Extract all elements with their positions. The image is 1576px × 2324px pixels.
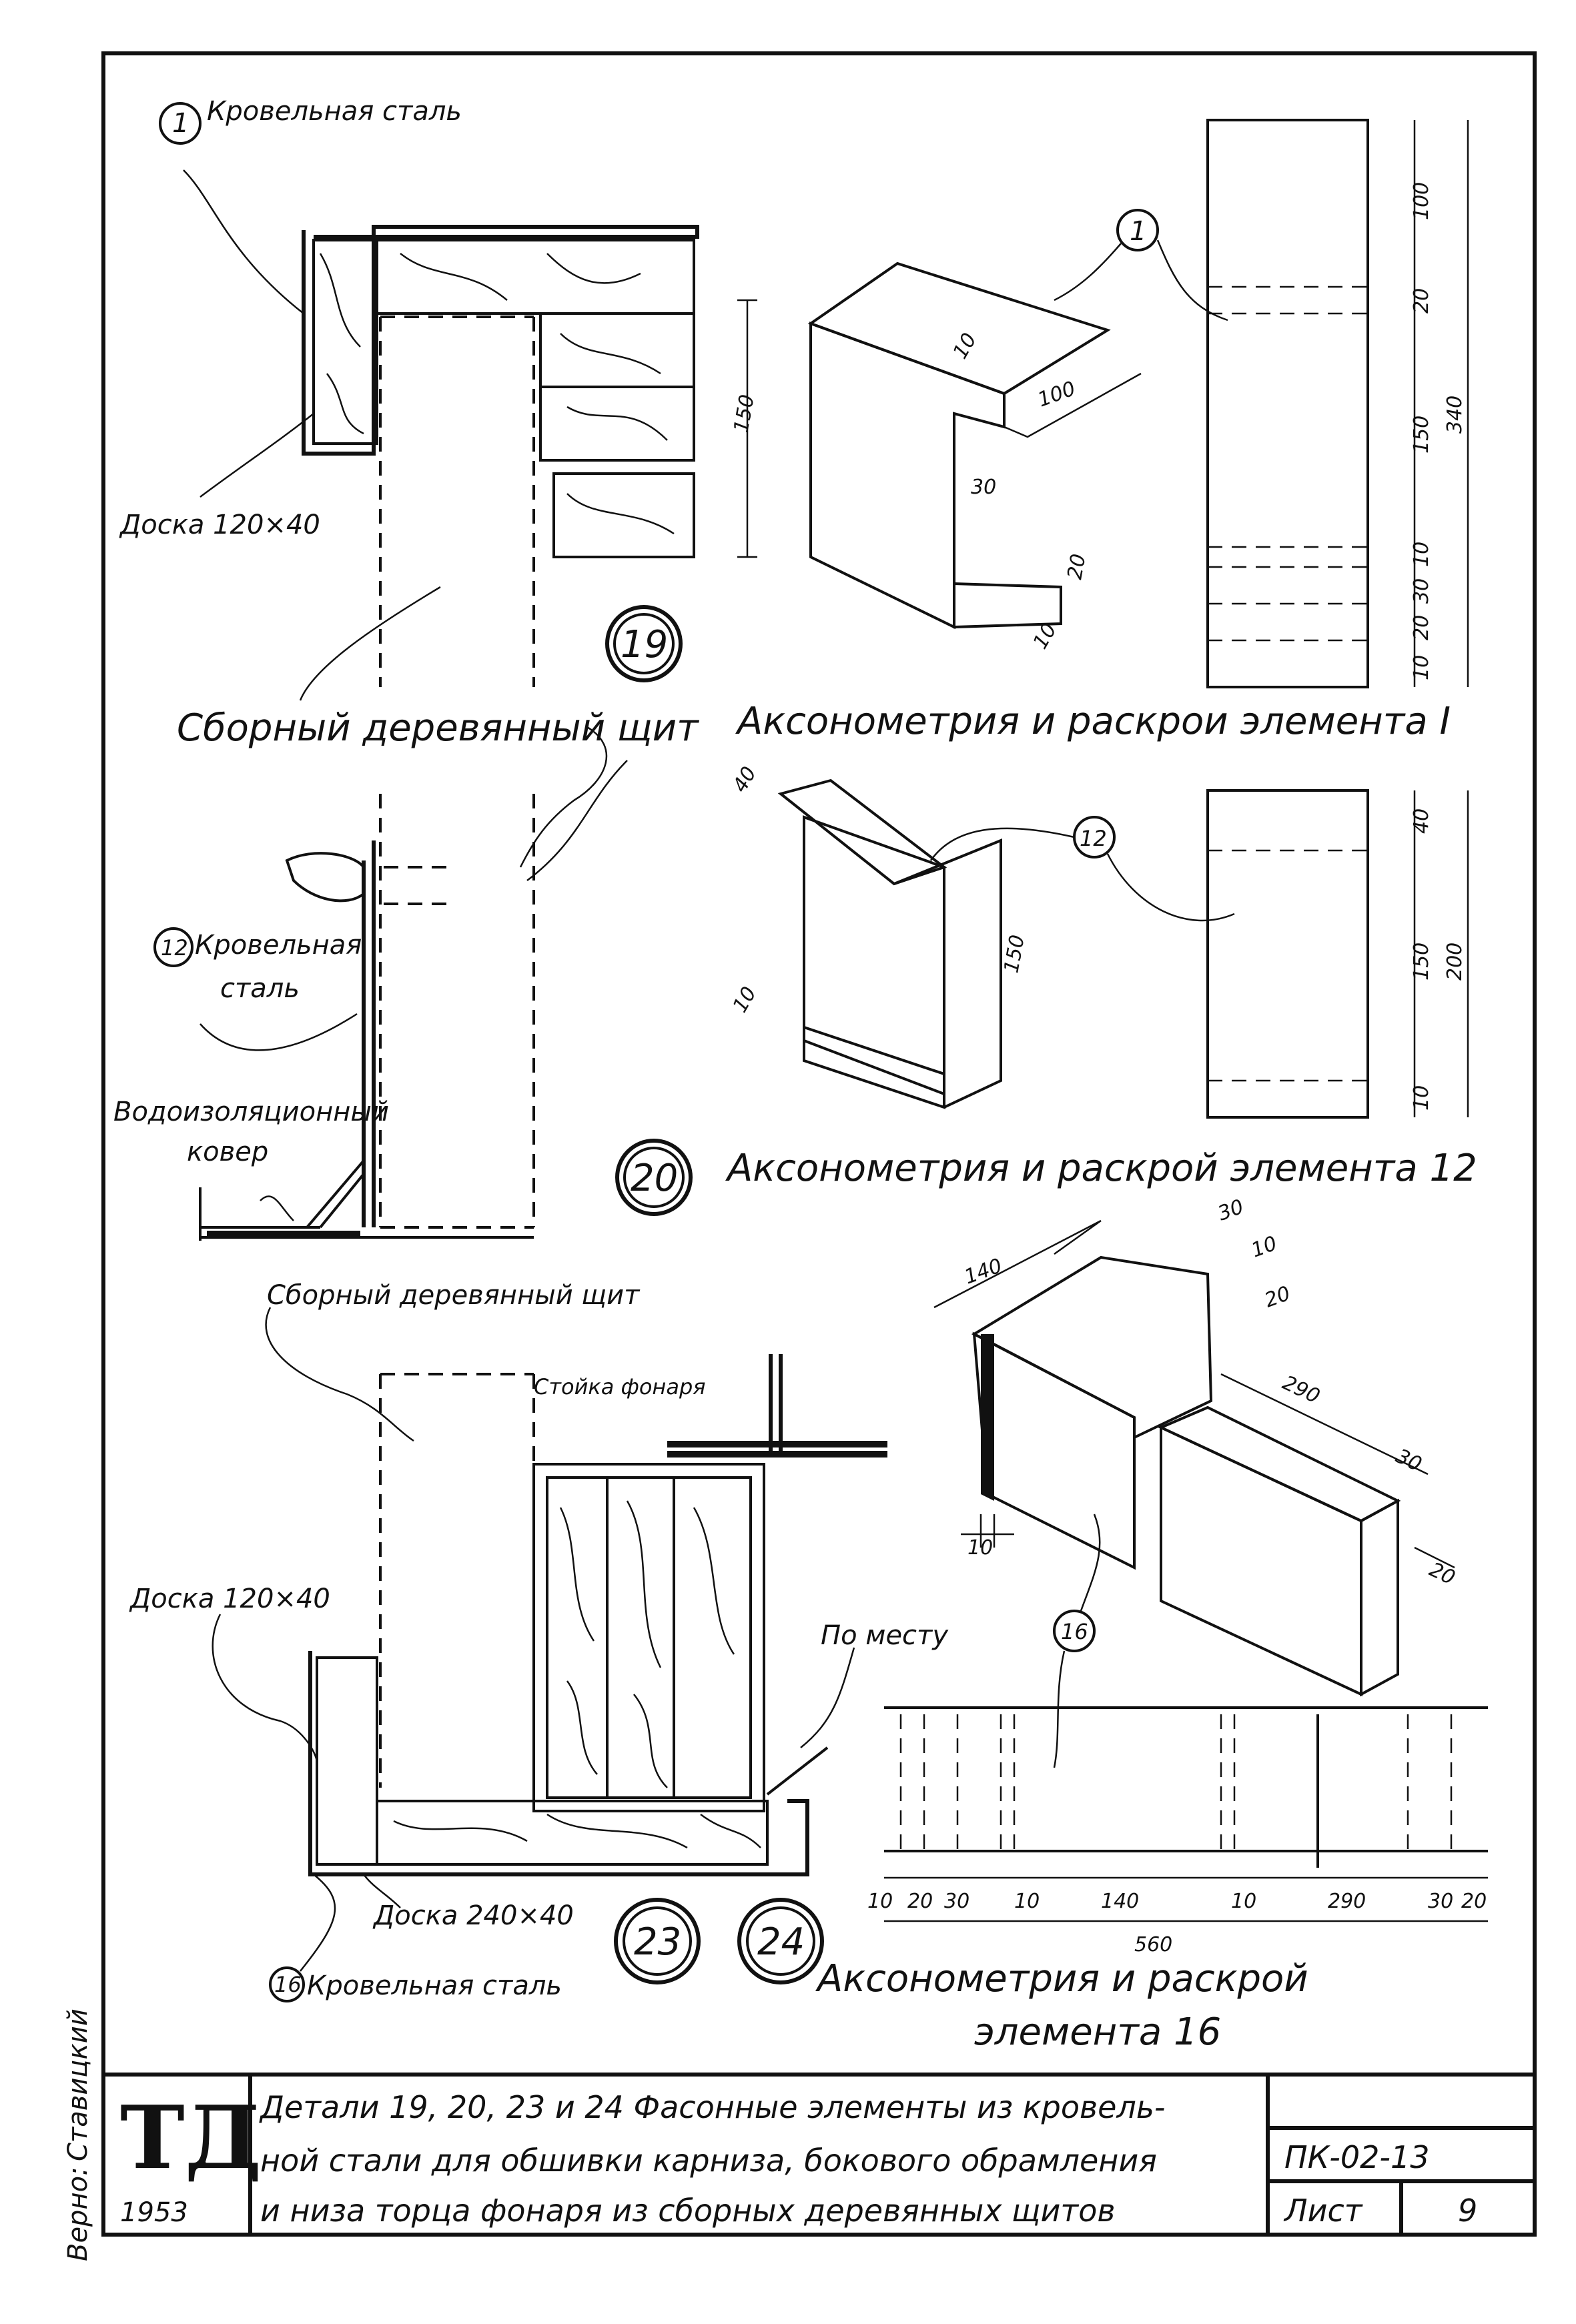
title-description-1: Детали 19, 20, 23 и 24 Фасонные элементы…	[259, 2089, 1166, 2125]
caption-element-16-a: Аксонометрия и раскрой	[815, 1957, 1308, 2000]
title-description-2: ной стали для обшивки карниза, бокового …	[260, 2143, 1157, 2179]
title-logo: ТД	[120, 2087, 262, 2189]
el16-dim-30b: 30	[1393, 1445, 1425, 1477]
el12-cut-150: 150	[1410, 943, 1433, 981]
label-roof-steel-16: Кровельная сталь	[307, 1970, 562, 2001]
el1-cut-10b: 10	[1410, 655, 1433, 680]
el16-dim-10: 10	[1248, 1232, 1280, 1263]
title-code: ПК-02-13	[1284, 2139, 1430, 2175]
element-12-cut-layout: 40 150 200 10	[1206, 789, 1469, 1119]
el16-cut-total: 560	[1134, 1933, 1172, 1956]
detail-20: 12 Кровельная сталь Водоизоляционный ков…	[113, 760, 693, 1241]
element-12-axonometry: 40 150 10 12	[729, 762, 1235, 1109]
marker-12: 12	[1080, 826, 1107, 851]
detail-19: 1 Кровельная сталь Доска 120×40 19 Сборн…	[119, 96, 699, 868]
el1-dim-20: 20	[1063, 552, 1090, 582]
marker-1: 1	[1130, 216, 1146, 247]
el16-cut-7: 30	[1428, 1890, 1453, 1913]
verification: Верно: Ставицкий	[63, 2008, 93, 2261]
element-16-cut-layout: 10 20 30 10 140 10 290 30 20 560	[867, 1706, 1488, 1956]
detail-24-number: 24	[757, 1920, 805, 1964]
el1-cut-10: 10	[1410, 542, 1433, 567]
element-16-axonometry: 140 30 10 20 290 30 20 10 16	[933, 1195, 1459, 1768]
sheet-frame	[101, 51, 1537, 2237]
el16-cut-3: 10	[1014, 1890, 1040, 1913]
label-board-240x40: Доска 240×40	[372, 1900, 574, 1931]
element-1-axonometry: 150 100 30 20 10 10 1	[729, 209, 1228, 653]
title-year: 1953	[120, 2197, 188, 2228]
el16-cut-6: 290	[1328, 1890, 1366, 1913]
el1-dim-100: 100	[1035, 377, 1079, 412]
label-waterproof-b: ковер	[187, 1137, 268, 1167]
el16-dim-20: 20	[1262, 1282, 1294, 1313]
marker-1-small: 1	[172, 108, 189, 139]
el16-dim-290: 290	[1279, 1371, 1324, 1409]
el16-dim-140: 140	[961, 1254, 1006, 1289]
el1-cut-150: 150	[1410, 416, 1433, 454]
el1-cut-30: 30	[1410, 578, 1433, 604]
el16-dim-20b: 20	[1426, 1558, 1459, 1590]
el16-cut-1: 20	[907, 1890, 933, 1913]
title-sheet-number: 9	[1458, 2193, 1477, 2229]
marker-12-small: 12	[161, 935, 188, 961]
caption-element-12: Аксонометрия и раскрой элемента 12	[725, 1147, 1477, 1190]
title-block: ТД 1953 Детали 19, 20, 23 и 24 Фасонные …	[103, 2073, 1535, 2235]
label-roof-steel-12-a: Кровельная	[195, 930, 362, 961]
el1-dim-30: 30	[971, 476, 996, 499]
el12-dim-150: 150	[1000, 933, 1029, 975]
caption-element-16-b: элемента 16	[974, 2010, 1221, 2054]
el1-cut-20b: 20	[1410, 615, 1433, 640]
label-lantern-post: Стойка фонаря	[534, 1374, 706, 1399]
title-description-3: и низа торца фонаря из сборных деревянны…	[260, 2193, 1115, 2229]
el16-cut-2: 30	[944, 1890, 969, 1913]
label-roof-steel-12-b: сталь	[220, 973, 300, 1004]
label-waterproof-a: Водоизоляционный	[113, 1097, 389, 1127]
el1-dim-150: 150	[729, 393, 759, 434]
caption-element-1: Аксонометрия и раскрои элемента I	[735, 700, 1451, 743]
el12-cut-40: 40	[1410, 808, 1433, 834]
title-sheet-label: Лист	[1283, 2193, 1363, 2229]
el16-cut-4: 140	[1101, 1890, 1139, 1913]
signature: Ставицкий	[63, 2008, 93, 2161]
label-board-120x40-b: Доска 120×40	[129, 1584, 330, 1614]
detail-23-24: Сборный деревянный щит Стойка фонаря По …	[129, 1280, 949, 2002]
label-panel-2: Сборный деревянный щит	[267, 1280, 641, 1311]
label-verified: Верно:	[63, 2167, 93, 2261]
label-roof-steel-1: Кровельная сталь	[207, 96, 462, 127]
el16-cut-0: 10	[867, 1890, 893, 1913]
detail-23-number: 23	[634, 1920, 681, 1964]
el16-cut-8: 20	[1461, 1890, 1487, 1913]
el1-dim-10b: 10	[949, 329, 981, 363]
el1-cut-100: 100	[1410, 182, 1433, 220]
el1-cut-20: 20	[1410, 288, 1433, 314]
el16-dim-30: 30	[1215, 1195, 1247, 1226]
detail-20-number: 20	[631, 1157, 678, 1200]
label-in-place: По месту	[821, 1620, 949, 1651]
el12-cut-10: 10	[1410, 1085, 1433, 1111]
el12-dim-10: 10	[729, 983, 761, 1017]
marker-16-small: 16	[274, 1972, 302, 1997]
el1-cut-340: 340	[1443, 396, 1467, 434]
detail-19-number: 19	[621, 623, 668, 666]
el12-dim-40: 40	[729, 762, 761, 796]
el16-cut-5: 10	[1231, 1890, 1256, 1913]
marker-16: 16	[1061, 1619, 1088, 1644]
element-1-cut-layout: 100 20 150 340 10 30 20 10	[1206, 119, 1469, 688]
label-board-120x40-a: Доска 120×40	[119, 510, 320, 540]
el12-cut-200: 200	[1443, 943, 1467, 981]
label-panel-1: Сборный деревянный щит	[177, 706, 699, 750]
